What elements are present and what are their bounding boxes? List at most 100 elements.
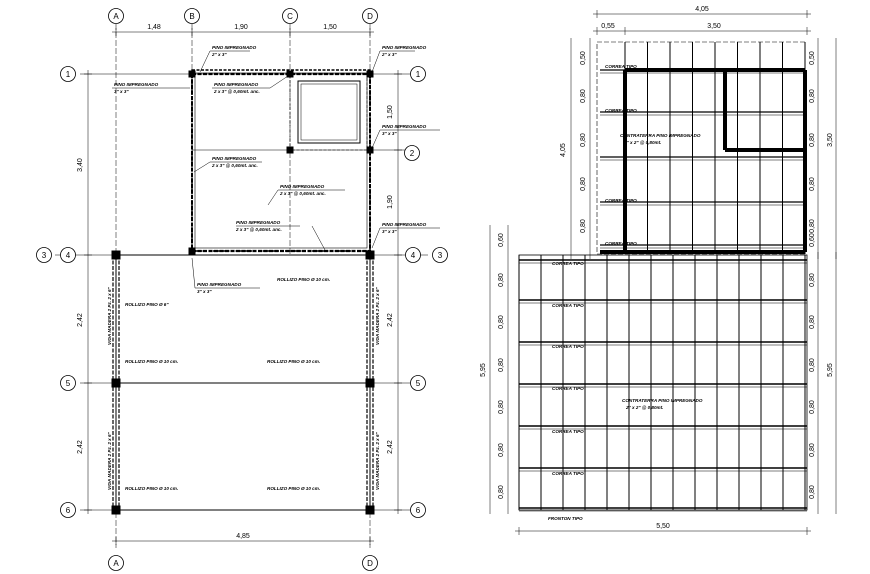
r-dim-left-lower-5: 0,80 [498,400,505,414]
r-dim-left-lower-total: 5,95 [480,363,487,377]
correa-5: CORREA TIPO [552,261,584,266]
dimension-lines-right [489,10,837,535]
roof-rafters [518,42,806,510]
axis-label-4-right: 4 [411,251,416,260]
label-10-spec: 3" x 3" [197,289,212,294]
axis-label-2-right: 2 [410,149,415,158]
label-1-spec: 2" x 3" [211,52,227,57]
label-7-title: PINO IMPREGNADO [280,184,325,189]
axis-bubbles-left [36,8,448,571]
label-7-spec: 2 x 3" @ 0,60mt. anc. [279,191,326,196]
dim-bottom: 4,85 [236,533,250,540]
post-markers [111,70,375,515]
contraterra-2-title: CONTRATERRA PINO IMPREGNADO [622,398,703,403]
r-dim-right-lower-2: 0,80 [809,273,816,287]
rollizo-1: ROLLIZO PINO Ø 6" [125,302,169,307]
dim-top-3: 1,50 [323,24,337,31]
roof-heavy-frame [600,68,807,254]
axis-label-d-bottom: D [367,559,373,568]
r-dim-right-lower-1: 0,60 [809,233,816,247]
axis-label-6-left: 6 [66,506,71,515]
dim-right-1: 1,50 [387,105,394,119]
dim-left-2: 2,42 [77,313,84,327]
roof-purlins [519,69,807,512]
dim-right-4: 2,42 [387,440,394,454]
axis-label-3-right: 3 [438,251,443,260]
r-dim-right-lower-6: 0,80 [809,443,816,457]
label-1-title: PINO IMPREGNADO [212,45,257,50]
vertical-axis-lines [115,24,371,548]
label-8-title: PINO IMPREGNADO [236,220,281,225]
viga-4: VIGA MADERA 2 Pz. 2 x 6" [375,431,380,490]
axis-label-b: B [189,12,194,21]
viga-3: VIGA MADERA 2 Pz. 2 x 6" [107,431,112,490]
label-6-title: PINO IMPREGNADO [212,156,257,161]
label-2-spec: 2" x 3" [381,52,397,57]
r-dim-left-upper-2: 0,80 [580,89,587,103]
left-floor-plan [36,8,448,571]
leader-lines [112,50,440,289]
axis-label-1-left: 1 [66,70,71,79]
correa-7: CORREA TIPO [552,344,584,349]
lower-module-framing [112,254,374,511]
r-dim-top-2: 3,50 [707,23,721,30]
correa-3: CORREA TIPO [605,198,637,203]
r-dim-left-lower-3: 0,80 [498,315,505,329]
label-8-spec: 2 x 3" @ 0,60mt. anc. [235,227,282,232]
label-6-spec: 2 x 3" @ 0,60mt. anc. [211,163,258,168]
correa-4: CORREA TIPO [605,241,637,246]
axis-label-6-right: 6 [416,506,421,515]
rollizo-4: ROLLIZO PINO Ø 10 cm. [267,359,320,364]
r-dim-left-lower-7: 0,80 [498,485,505,499]
axis-label-c: C [287,12,293,21]
rollizo-6: ROLLIZO PINO Ø 10 cm. [267,486,320,491]
label-9-spec: 3" x 3" [382,229,397,234]
rollizo-3: ROLLIZO PINO Ø 10 cm. [125,359,178,364]
dim-left-3: 2,42 [77,440,84,454]
r-dim-left-lower-1: 0,60 [498,233,505,247]
contraterra-2-spec: 2" x 2" @ 0,80mt. [625,405,663,410]
correa-2: CORREA TIPO [605,108,637,113]
dim-right-3: 2,42 [387,313,394,327]
r-dim-right-upper-1: 0,50 [809,51,816,65]
correa-6: CORREA TIPO [552,303,584,308]
label-4-spec: 2 x 3" @ 0,60mt. anc. [213,89,260,94]
axis-label-4-left: 4 [66,251,71,260]
r-dim-right-upper-5: 0,80 [809,219,816,233]
viga-2: VIGA MADERA 2 Pz. 2 x 6" [375,286,380,345]
correa-1: CORREA TIPO [605,64,637,69]
axis-label-5-right: 5 [416,379,421,388]
r-dim-right-upper-4: 0,80 [809,177,816,191]
axis-label-3-left: 3 [42,251,47,260]
label-3-title: PINO IMPREGNADO [114,82,159,87]
r-dim-right-lower-5: 0,80 [809,400,816,414]
r-dim-left-upper-5: 0,80 [580,219,587,233]
r-dim-right-lower-7: 0,80 [809,485,816,499]
viga-1: VIGA MADERA 2 Pz. 2 x 6" [107,286,112,345]
r-dim-left-upper-3: 0,80 [580,133,587,147]
r-dim-left-upper-total: 4,05 [560,143,567,157]
correa-9: CORREA TIPO [552,429,584,434]
r-dim-left-lower-4: 0,80 [498,358,505,372]
r-dim-bottom: 5,50 [656,523,670,530]
label-9-title: PINO IMPREGNADO [382,222,427,227]
fronton-label: FRONTON TIPO [548,516,583,521]
axis-label-a: A [113,12,119,21]
r-dim-right-upper-2: 0,80 [809,89,816,103]
axis-label-1-right: 1 [416,70,421,79]
dimension-lines-left [84,28,402,545]
label-10-title: PINO IMPREGNADO [197,282,242,287]
r-dim-right-lower-4: 0,80 [809,358,816,372]
axis-label-a-bottom: A [113,559,119,568]
r-dim-right-lower-3: 0,80 [809,315,816,329]
label-5-title: PINO IMPREGNADO [382,124,427,129]
label-5-spec: 3" x 3" [382,131,397,136]
r-dim-right-lower-total: 5,95 [827,363,834,377]
r-dim-top-1: 0,55 [601,23,615,30]
rollizo-2: ROLLIZO PINO Ø 10 cm. [277,277,330,282]
label-3-spec: 3" x 3" [114,89,129,94]
correa-8: CORREA TIPO [552,386,584,391]
label-2-title: PINO IMPREGNADO [382,45,427,50]
axis-label-5-left: 5 [66,379,71,388]
